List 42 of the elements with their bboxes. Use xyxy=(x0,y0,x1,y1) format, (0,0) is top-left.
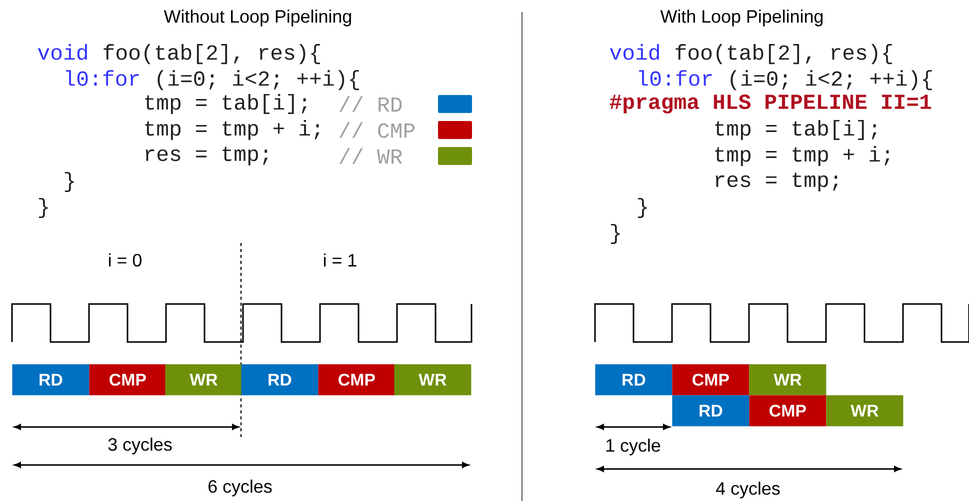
code-line: } xyxy=(64,172,74,192)
dimension-label: 6 cycles xyxy=(208,480,272,496)
code-line: tmp = tmp + i; xyxy=(145,120,320,140)
stage-box: WR xyxy=(749,364,826,396)
code-line: void xyxy=(610,44,659,60)
code-line: res = tmp; xyxy=(716,172,838,192)
stage-box: CMP xyxy=(318,364,396,396)
code-line: foo(tab[2], res){ xyxy=(676,44,892,64)
code-line: l0:for xyxy=(639,70,712,86)
iteration-label: i = 1 xyxy=(324,254,356,266)
code-line: res = tmp; xyxy=(146,146,268,166)
stage-box: CMP xyxy=(89,364,166,396)
dimension-label: 1 cycle xyxy=(606,438,660,456)
code-line: } xyxy=(38,198,48,218)
code-line: l0:for xyxy=(66,70,139,86)
stage-box: CMP xyxy=(749,395,826,426)
code-line: (i=0; i<2; ++i){ xyxy=(730,70,932,90)
code-line: tmp = tab[i]; xyxy=(715,120,876,140)
code-line: foo(tab[2], res){ xyxy=(104,44,320,64)
stage-box: RD xyxy=(595,364,672,396)
stage-box: WR xyxy=(165,364,242,396)
stage-box: RD xyxy=(672,395,750,426)
stage-box: CMP xyxy=(672,364,750,396)
code-line: void xyxy=(38,44,87,60)
pragma-line: #pragma HLS PIPELINE II=1 xyxy=(610,94,932,114)
code-comment: // WR xyxy=(339,148,402,164)
code-line: tmp = tab[i]; xyxy=(145,94,306,114)
panel-title: With Loop Pipelining xyxy=(660,10,823,26)
panel-title: Without Loop Pipelining xyxy=(164,10,351,26)
dimension-label: 4 cycles xyxy=(716,482,780,498)
stage-box: RD xyxy=(12,364,90,396)
code-line: } xyxy=(638,198,647,218)
iteration-label: i = 0 xyxy=(109,253,142,267)
code-line: } xyxy=(610,224,620,244)
stage-box: WR xyxy=(826,395,904,426)
code-line: (i=0; i<2; ++i){ xyxy=(158,70,359,90)
stage-box: RD xyxy=(241,364,318,396)
code-comment: // RD xyxy=(339,96,402,112)
stage-box: WR xyxy=(394,364,472,396)
code-line: tmp = tmp + i; xyxy=(715,146,890,166)
code-comment: // CMP xyxy=(339,122,415,138)
dimension-label: 3 cycles xyxy=(108,438,172,454)
